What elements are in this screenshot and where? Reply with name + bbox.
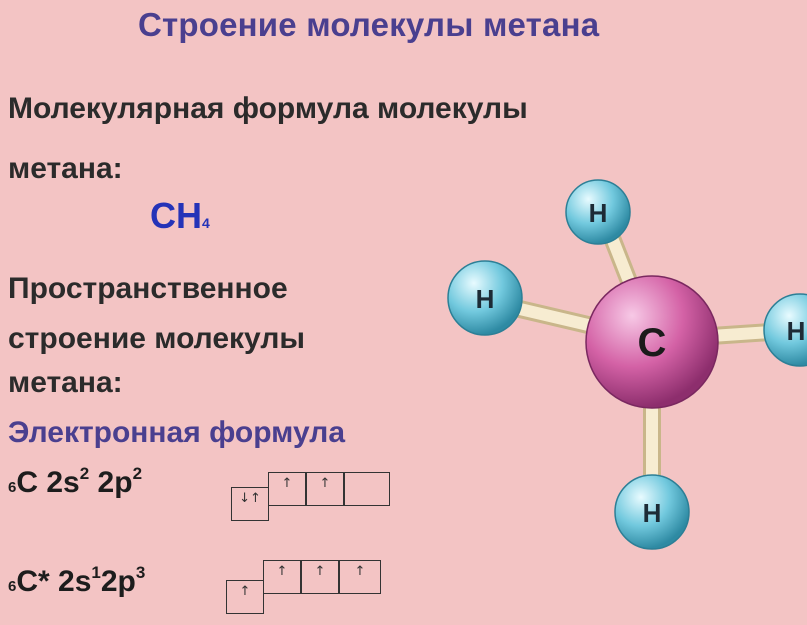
excited-state-config: 6C* 2s12p3: [8, 563, 146, 599]
orbital-s: 2s: [46, 466, 80, 499]
atomic-number: 6: [8, 578, 17, 595]
hydrogen-atom-left: H: [447, 260, 523, 336]
excited-s-cell: ↑: [226, 580, 264, 614]
carbon-atom: C: [585, 275, 719, 409]
ground-p-cell-3: [344, 472, 390, 506]
formula-subscript: 4: [202, 215, 210, 231]
electronic-formula-title: Электронная формула: [8, 416, 346, 449]
hydrogen-atom-bottom: H: [614, 474, 690, 550]
ground-p-cell-1: ↑: [268, 472, 306, 506]
excited-p-cell-2: ↑: [301, 560, 339, 594]
page-title: Строение молекулы метана: [138, 6, 600, 43]
ground-p-cell-2: ↑: [306, 472, 344, 506]
methane-molecule-model: H H H H C: [447, 179, 807, 550]
atomic-number: 6: [8, 479, 17, 496]
hydrogen-atom-top: H: [565, 179, 631, 245]
carbon-label: C: [638, 321, 667, 365]
molecular-formula: CH4: [150, 195, 210, 237]
exp-s: 2: [79, 464, 90, 483]
hydrogen-label: H: [589, 198, 608, 228]
ground-state-config: 6C 2s2 2p2: [8, 464, 143, 500]
hydrogen-atom-right: H: [763, 293, 807, 367]
exp-p: 3: [135, 563, 146, 582]
exp-s: 1: [91, 563, 101, 582]
excited-p-cell-3: ↑: [339, 560, 381, 594]
hydrogen-label: H: [643, 498, 662, 528]
hydrogen-label: H: [787, 316, 806, 346]
ground-s-cell: ↓↑: [231, 487, 269, 521]
spatial-line2: строение молекулы: [8, 322, 305, 355]
orbital-p: 2p: [100, 565, 136, 598]
exp-p: 2: [132, 464, 143, 483]
orbital-s: 2s: [58, 565, 92, 598]
molecular-formula-heading-line1: Молекулярная формула молекулы: [8, 92, 528, 125]
orbital-p: 2p: [97, 466, 133, 499]
excited-p-cell-1: ↑: [263, 560, 301, 594]
formula-main: CH: [150, 195, 202, 236]
element-symbol: C*: [16, 565, 50, 598]
spatial-line1: Пространственное: [8, 272, 288, 305]
molecular-formula-heading-line2: метана:: [8, 152, 123, 185]
element-symbol: C: [16, 466, 39, 499]
hydrogen-label: H: [476, 284, 495, 314]
spatial-line3: метана:: [8, 366, 123, 399]
